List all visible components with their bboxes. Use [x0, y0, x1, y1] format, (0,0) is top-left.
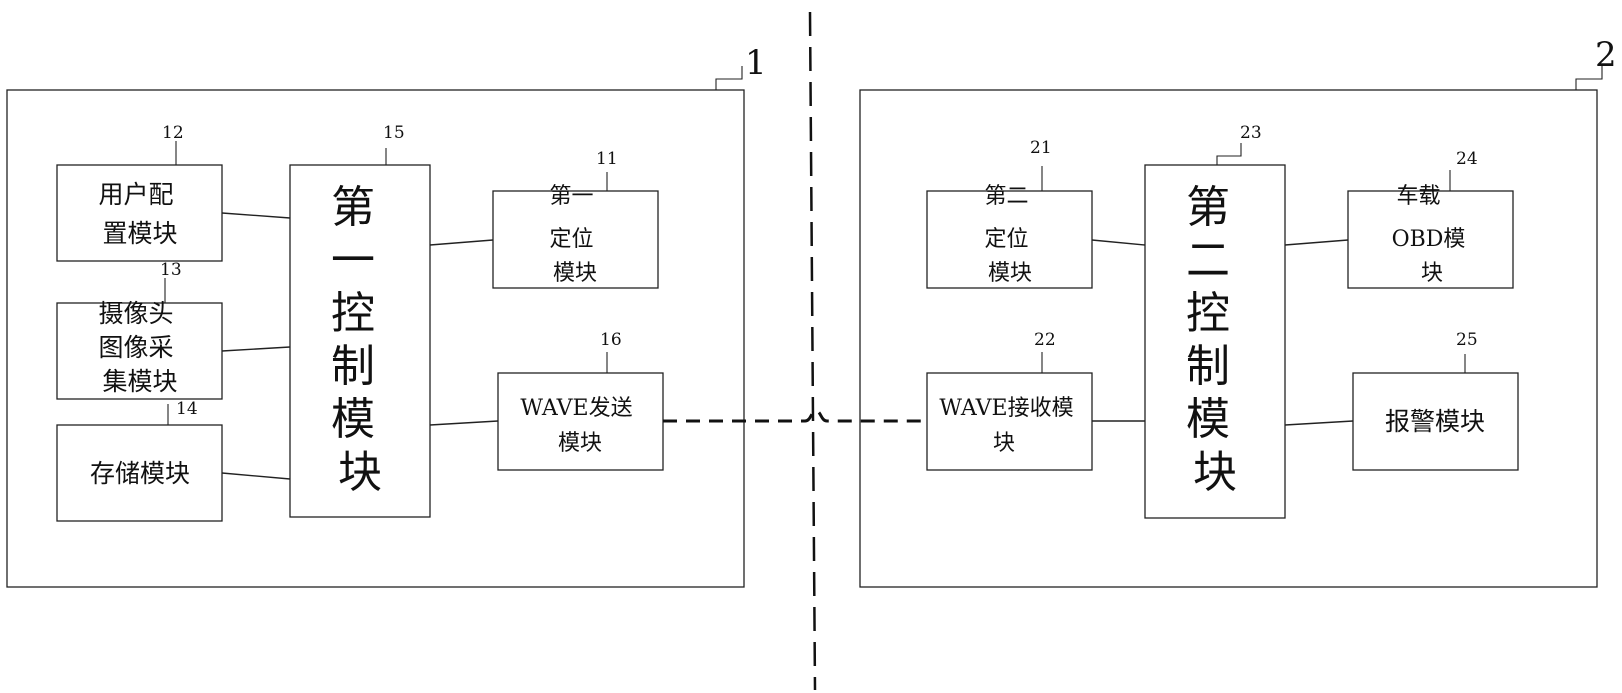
connector-storage-control	[222, 473, 290, 479]
connector-user-config-control	[222, 213, 290, 218]
obd-ref: 24	[1456, 149, 1478, 169]
first-control-char: 控	[331, 288, 375, 339]
wireless-link	[663, 411, 927, 421]
storage-ref: 14	[176, 399, 198, 419]
alarm-label: 报警模块	[1385, 407, 1485, 436]
second-positioning-module: 第二 定位 模块 21	[927, 138, 1092, 288]
connector-control-positioning	[430, 240, 493, 245]
camera-ref: 13	[160, 260, 182, 280]
storage-label: 存储模块	[90, 459, 190, 488]
second-control-char: 块	[1193, 447, 1237, 498]
first-control-char: 块	[338, 447, 382, 498]
user-config-ref: 12	[162, 123, 184, 143]
second-control-ref: 23	[1240, 123, 1262, 143]
alarm-ref: 25	[1456, 330, 1478, 350]
first-control-char: 第	[331, 182, 375, 233]
first-positioning-module: 第一 定位 模块 11	[493, 149, 658, 288]
connector-control-wave-send	[430, 421, 498, 425]
connector-camera-control	[222, 347, 290, 351]
first-control-ref: 15	[383, 123, 405, 143]
device-1: 1 用户配 置模块 12 摄像头 图像采 集模块 13 存储模块	[7, 43, 767, 587]
second-control-char: 制	[1186, 341, 1230, 392]
wave-send-label-line: WAVE发送	[520, 396, 632, 421]
wave-receive-module: WAVE接收模 块 22	[927, 330, 1092, 470]
first-control-module: 第 一 控 制 模 块 15	[290, 123, 430, 517]
camera-label-line: 集模块	[102, 367, 177, 396]
wave-receive-label-line: WAVE接收模	[939, 396, 1073, 421]
camera-label-line: 摄像头	[99, 299, 174, 328]
device-1-ref-leader	[716, 66, 742, 90]
wave-send-ref: 16	[600, 330, 622, 350]
camera-label-line: 图像采	[99, 333, 174, 362]
storage-module: 存储模块 14	[57, 399, 222, 521]
svg-text:第一 定位 模块: 第一 定位 模块	[549, 184, 600, 286]
obd-module: 车载 OBD模 块 24	[1348, 149, 1513, 288]
connector-positioning-control	[1092, 240, 1145, 245]
first-positioning-label-line: 第一	[549, 184, 593, 209]
obd-label-line: 块	[1421, 261, 1443, 286]
wave-receive-label-line: 块	[993, 431, 1015, 456]
alarm-module: 报警模块 25	[1353, 330, 1518, 470]
connector-control-alarm	[1285, 421, 1353, 425]
device-1-ref: 1	[745, 43, 767, 83]
separator-line	[810, 12, 815, 690]
second-positioning-label-line: 定位	[984, 227, 1028, 252]
obd-label-line: OBD模	[1392, 227, 1466, 252]
wave-send-module: WAVE发送 模块 16	[498, 330, 663, 470]
second-control-char: 控	[1186, 288, 1230, 339]
user-config-label-line: 置模块	[102, 219, 177, 248]
second-control-char: 模	[1186, 394, 1230, 445]
camera-capture-module: 摄像头 图像采 集模块 13	[57, 260, 222, 399]
device-2-ref: 2	[1595, 35, 1617, 75]
second-positioning-label-line: 第二	[984, 184, 1028, 209]
connector-control-obd	[1285, 240, 1348, 245]
user-config-label-line: 用户配	[99, 180, 174, 209]
second-control-char: 第	[1186, 182, 1230, 233]
first-positioning-ref: 11	[596, 149, 618, 169]
first-positioning-label-line: 定位	[549, 227, 593, 252]
obd-label-line: 车载	[1396, 184, 1440, 209]
first-control-char: 模	[331, 394, 375, 445]
svg-text:第二 定位 模块: 第二 定位 模块	[984, 184, 1035, 286]
first-positioning-label-line: 模块	[553, 261, 597, 286]
second-control-module: 第 二 控 制 模 块 23	[1145, 123, 1285, 518]
wave-receive-ref: 22	[1034, 330, 1056, 350]
device-2: 2 第二 定位 模块 21 WAVE接收模 块 22	[860, 35, 1617, 587]
user-config-module: 用户配 置模块 12	[57, 123, 222, 261]
second-control-char: 二	[1186, 235, 1230, 286]
second-positioning-label-line: 模块	[988, 261, 1032, 286]
second-positioning-ref: 21	[1030, 138, 1052, 158]
wave-send-label-line: 模块	[558, 431, 602, 456]
first-control-char: 制	[331, 341, 375, 392]
first-control-char: 一	[331, 235, 375, 286]
svg-text:摄像头 图像采 集模块: 摄像头 图像采 集模块	[99, 299, 182, 396]
